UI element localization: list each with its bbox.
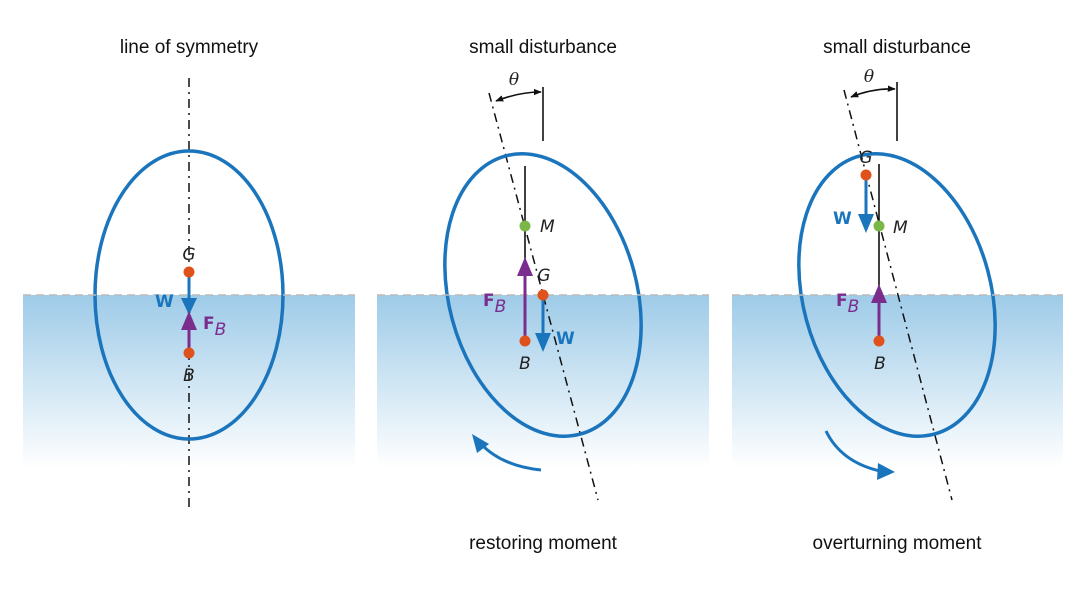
- point-M-label: M: [893, 218, 908, 238]
- point-B-label: B: [874, 354, 886, 374]
- moment-arrow-head: [877, 463, 895, 480]
- top-label: small disturbance: [469, 37, 617, 58]
- weight-arrow-head: [858, 214, 874, 233]
- metacenter-point: [519, 220, 531, 232]
- angle-arc: [495, 88, 542, 102]
- panel-symmetric: line of symmetry W FB G B: [23, 37, 355, 508]
- buoyancy-label: FB: [203, 314, 226, 340]
- weight-label: W: [556, 329, 575, 349]
- center-of-buoyancy-point: [519, 335, 531, 347]
- center-of-buoyancy-point: [183, 347, 195, 359]
- panel-restoring: small disturbance restoring moment θ FB …: [377, 37, 709, 554]
- point-G-label: G: [182, 245, 195, 265]
- bottom-label: restoring moment: [469, 533, 618, 554]
- point-G-label: G: [537, 266, 550, 286]
- center-of-gravity-point: [860, 169, 872, 181]
- tilted-axis: [843, 89, 953, 501]
- point-B-label: B: [183, 366, 195, 386]
- weight-arrow-head: [181, 298, 197, 315]
- weight-label: W: [155, 292, 174, 312]
- point-B-label: B: [519, 354, 531, 374]
- moment-arrow-curve: [479, 442, 542, 472]
- metacenter-point: [873, 220, 885, 232]
- panel-overturning: small disturbance overturning moment θ W…: [732, 37, 1063, 554]
- point-G-label: G: [859, 148, 872, 168]
- hull-outline: [797, 152, 997, 438]
- center-of-gravity-point: [183, 266, 195, 278]
- moment-arrow-curve: [824, 430, 881, 473]
- weight-label: W: [833, 209, 852, 229]
- buoyancy-arrow-head: [181, 311, 197, 330]
- angle-arc: [850, 85, 896, 98]
- buoyancy-arrow-head: [517, 257, 533, 276]
- center-of-gravity-point: [537, 289, 549, 301]
- center-of-buoyancy-point: [873, 335, 885, 347]
- point-M-label: M: [540, 217, 555, 237]
- bottom-label: overturning moment: [813, 533, 983, 554]
- top-label: small disturbance: [823, 37, 971, 58]
- top-label: line of symmetry: [120, 37, 259, 58]
- angle-label: θ: [864, 67, 874, 87]
- hull-outline: [443, 152, 643, 438]
- buoyancy-label: FB: [836, 291, 859, 317]
- moment-arrow-head: [472, 434, 489, 453]
- weight-arrow-head: [535, 333, 551, 352]
- buoyancy-label: FB: [483, 291, 506, 317]
- buoyancy-arrow-head: [871, 284, 887, 303]
- angle-label: θ: [509, 70, 519, 90]
- water-region: [732, 295, 1063, 468]
